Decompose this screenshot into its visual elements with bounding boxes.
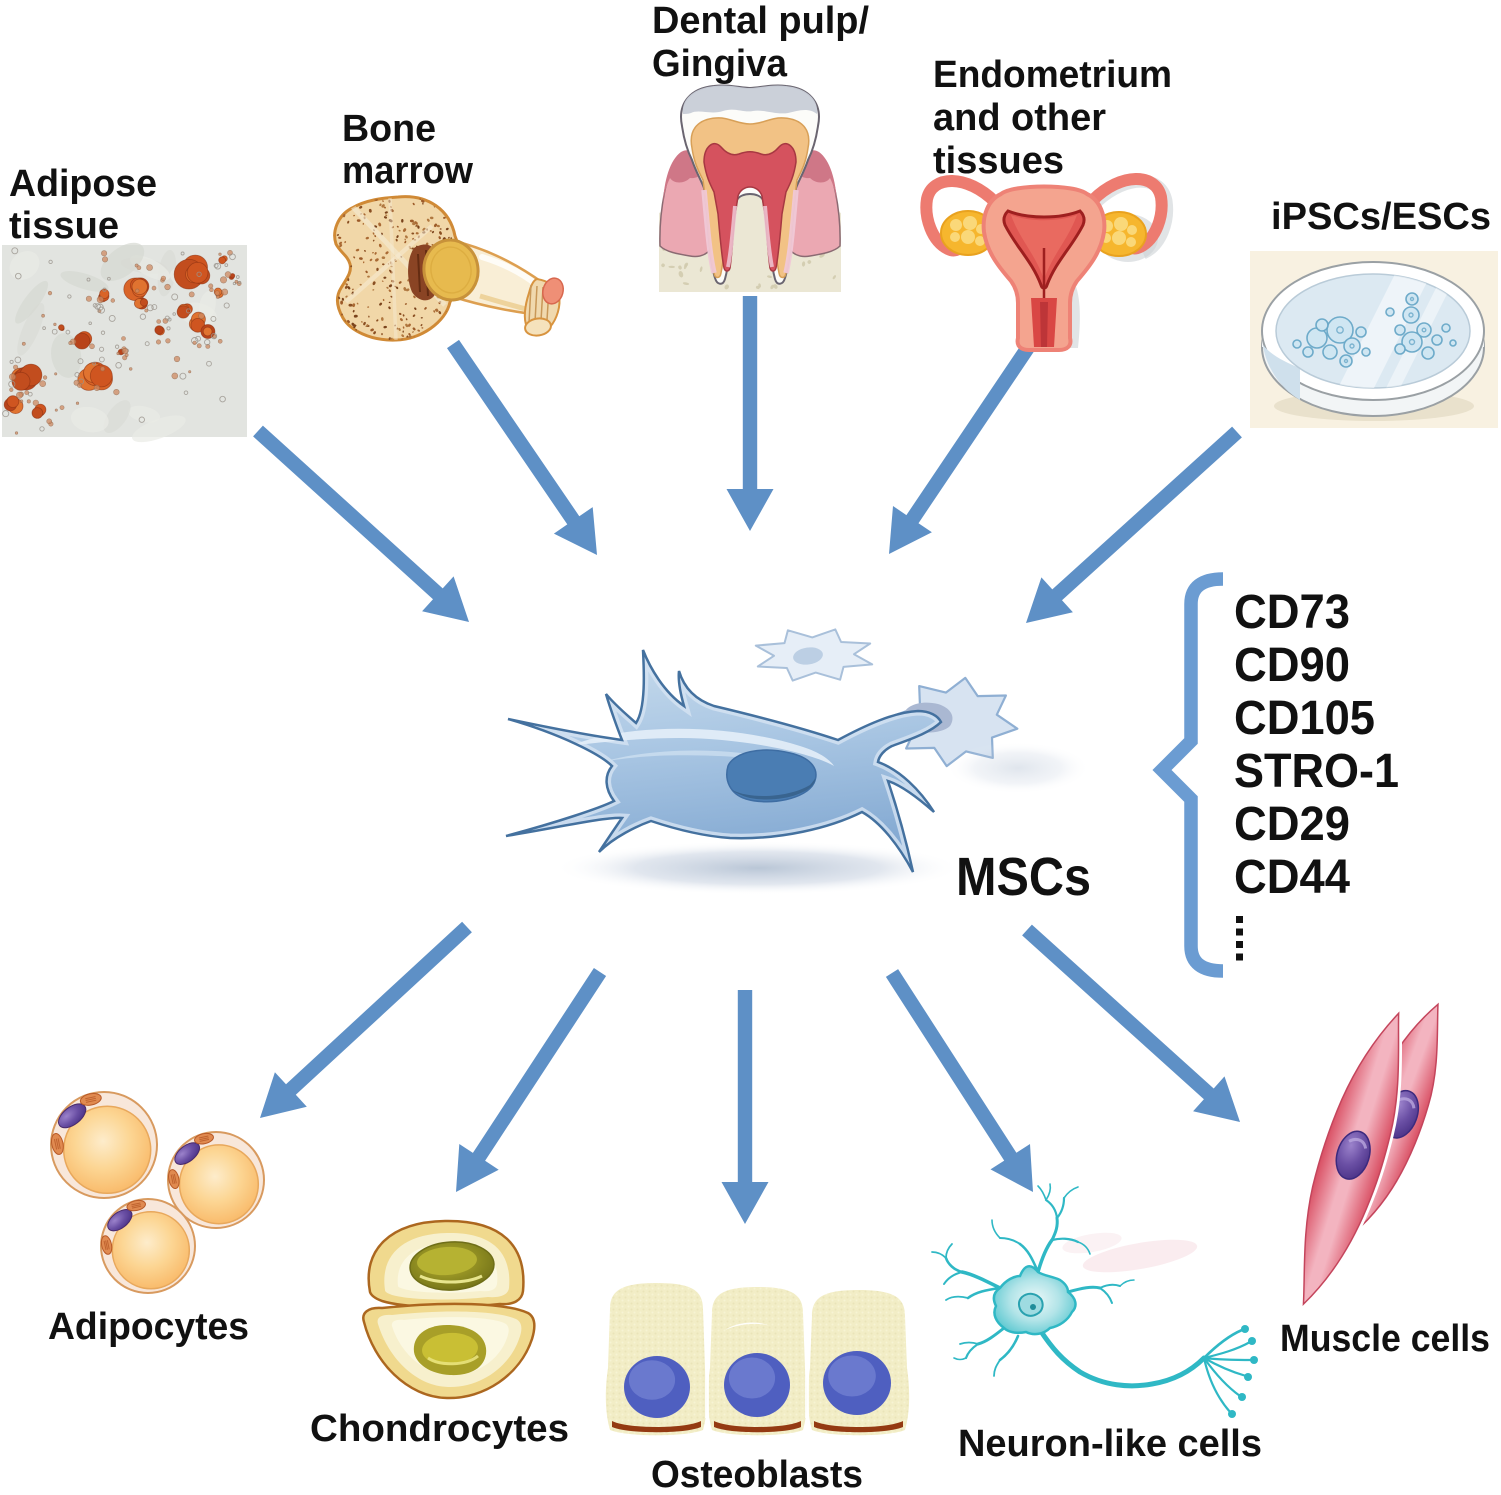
svg-text:iPSCs/ESCs: iPSCs/ESCs xyxy=(1271,196,1491,238)
svg-text:MSCs: MSCs xyxy=(956,847,1091,907)
svg-text:Muscle cells: Muscle cells xyxy=(1280,1318,1490,1360)
svg-text:and other: and other xyxy=(933,97,1106,139)
svg-text:Bone: Bone xyxy=(342,108,436,150)
svg-text:Adipocytes: Adipocytes xyxy=(48,1306,249,1348)
svg-text:Chondrocytes: Chondrocytes xyxy=(310,1408,569,1450)
svg-text:STRO-1: STRO-1 xyxy=(1234,745,1399,798)
svg-text:tissues: tissues xyxy=(933,140,1064,182)
svg-text:Adipose: Adipose xyxy=(9,163,157,205)
svg-text:Endometrium: Endometrium xyxy=(933,54,1172,96)
svg-text:Osteoblasts: Osteoblasts xyxy=(651,1454,863,1490)
svg-text:Neuron-like cells: Neuron-like cells xyxy=(958,1423,1262,1465)
svg-text:CD73: CD73 xyxy=(1234,586,1350,639)
svg-text:CD44: CD44 xyxy=(1234,851,1350,904)
svg-text:tissue: tissue xyxy=(9,205,119,247)
svg-text:CD29: CD29 xyxy=(1234,798,1350,851)
svg-text:CD90: CD90 xyxy=(1234,639,1350,692)
svg-text:Dental pulp/: Dental pulp/ xyxy=(652,0,869,42)
svg-text:Gingiva: Gingiva xyxy=(652,43,788,85)
svg-text:marrow: marrow xyxy=(342,150,473,192)
svg-text:CD105: CD105 xyxy=(1234,692,1375,745)
